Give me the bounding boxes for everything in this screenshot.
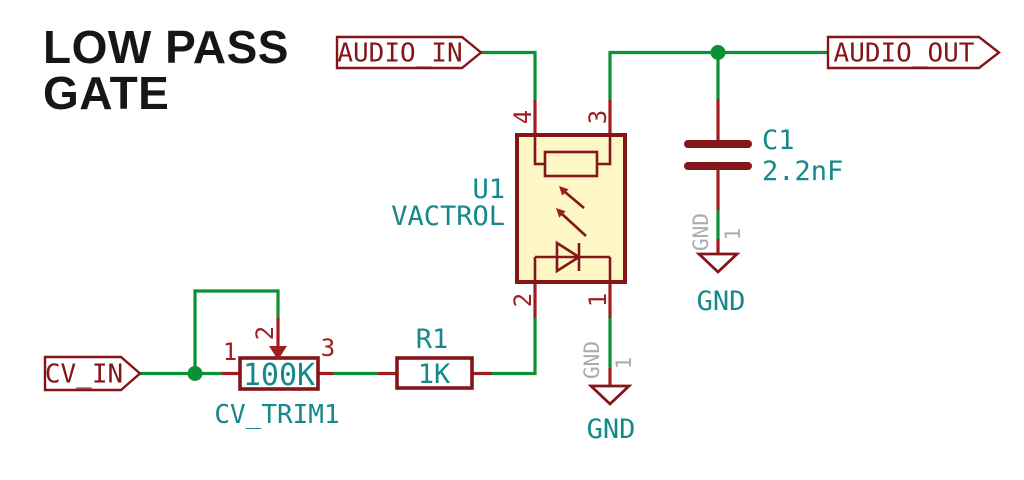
light-arrows-icon — [556, 186, 587, 237]
c1-ref: C1 — [762, 125, 795, 156]
gnd-symbol-u1: GND 1 GND — [580, 341, 636, 445]
u1-photoresistor-lead-right — [597, 137, 612, 166]
trimmer-wiper-arrow — [269, 318, 287, 360]
gnd-triangle-icon — [695, 252, 741, 274]
wires — [140, 45, 828, 381]
trimmer-ref: CV_TRIM1 — [214, 400, 339, 430]
cv-trimmer: 100K CV_TRIM1 1 2 3 — [214, 318, 340, 430]
u1-photoresistor-lead-left — [533, 137, 545, 166]
c1-value: 2.2nF — [762, 156, 843, 187]
gnd-pin-number: 1 — [721, 228, 745, 241]
wire-audioin-to-pin4 — [481, 50, 537, 100]
trimmer-pin3-number: 3 — [321, 334, 335, 362]
net-label-shape — [335, 35, 483, 70]
u1-optocoupler: 4 3 2 1 U1 VACTROL — [391, 100, 627, 318]
trimmer-value: 100K — [243, 358, 315, 393]
net-label-shape — [43, 355, 142, 392]
title-line-2: GATE — [43, 67, 170, 119]
net-label-text: AUDIO_IN — [337, 39, 462, 69]
r1-ref: R1 — [416, 324, 449, 355]
trimmer-pin1-number: 1 — [223, 338, 237, 366]
junction-dot-cvin — [187, 366, 203, 381]
r1-body — [395, 356, 474, 390]
u1-pin3-number: 3 — [584, 110, 612, 124]
u1-value: VACTROL — [391, 201, 505, 232]
u1-ref: U1 — [472, 174, 505, 205]
net-label-text: CV_IN — [45, 360, 123, 390]
wire-r1-to-pin2 — [492, 318, 537, 376]
net-label-shape — [826, 35, 1001, 70]
gnd-pin-name: GND — [689, 213, 713, 251]
page-title: LOW PASS GATE — [43, 24, 289, 116]
gnd-pin-name: GND — [580, 341, 604, 379]
wire-pin3-to-audioout — [608, 50, 828, 100]
gnd-triangle-icon — [587, 384, 633, 406]
gnd-pin-number: 1 — [612, 357, 636, 370]
u1-pin2-number: 2 — [509, 293, 537, 307]
net-label-cv-in: CV_IN — [43, 355, 142, 392]
trimmer-pin2-number: 2 — [251, 326, 279, 340]
u1-pin4-number: 4 — [509, 110, 537, 124]
r1-value: 1K — [418, 359, 451, 390]
u1-pin1-number: 1 — [584, 293, 612, 307]
net-label-audio-in: AUDIO_IN — [335, 35, 483, 70]
c1-capacitor: C1 2.2nF — [684, 99, 843, 210]
gnd-net-label: GND — [587, 414, 636, 445]
r1-resistor: R1 1K — [378, 324, 492, 390]
junction-dot-audioout — [710, 45, 726, 60]
u1-led — [533, 240, 612, 280]
u1-photoresistor — [543, 150, 599, 178]
net-label-text: AUDIO_OUT — [834, 39, 975, 69]
gnd-symbol-c1: GND 1 GND — [689, 213, 745, 317]
title-line-1: LOW PASS — [43, 21, 289, 73]
wire-trimmer-loop — [193, 289, 280, 374]
net-label-audio-out: AUDIO_OUT — [826, 35, 1001, 70]
gnd-net-label: GND — [697, 286, 746, 317]
